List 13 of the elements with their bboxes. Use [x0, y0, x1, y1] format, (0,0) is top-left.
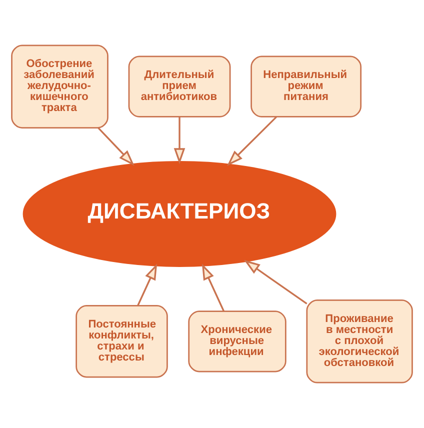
arrow — [202, 264, 225, 312]
node-box: Постоянные конфликты, страхи и стрессы — [76, 305, 168, 378]
node-box: Длительный прием антибиотиков — [128, 56, 231, 118]
node-box: Проживание в местности с плохой экологической обстановкой — [306, 300, 413, 384]
arrow — [174, 116, 186, 164]
node-box: Неправильный режим питания — [250, 56, 362, 118]
node-box: Обострение заболеваний желудочно-кишечного тракта — [11, 44, 108, 128]
arrow — [244, 260, 308, 304]
arrow — [98, 127, 134, 166]
arrow — [137, 264, 158, 306]
arrow — [226, 116, 277, 166]
node-box: Хронические вирусные инфекции — [188, 310, 286, 372]
node-ellipse: ДИСБАКТЕРИОЗ — [22, 161, 336, 267]
